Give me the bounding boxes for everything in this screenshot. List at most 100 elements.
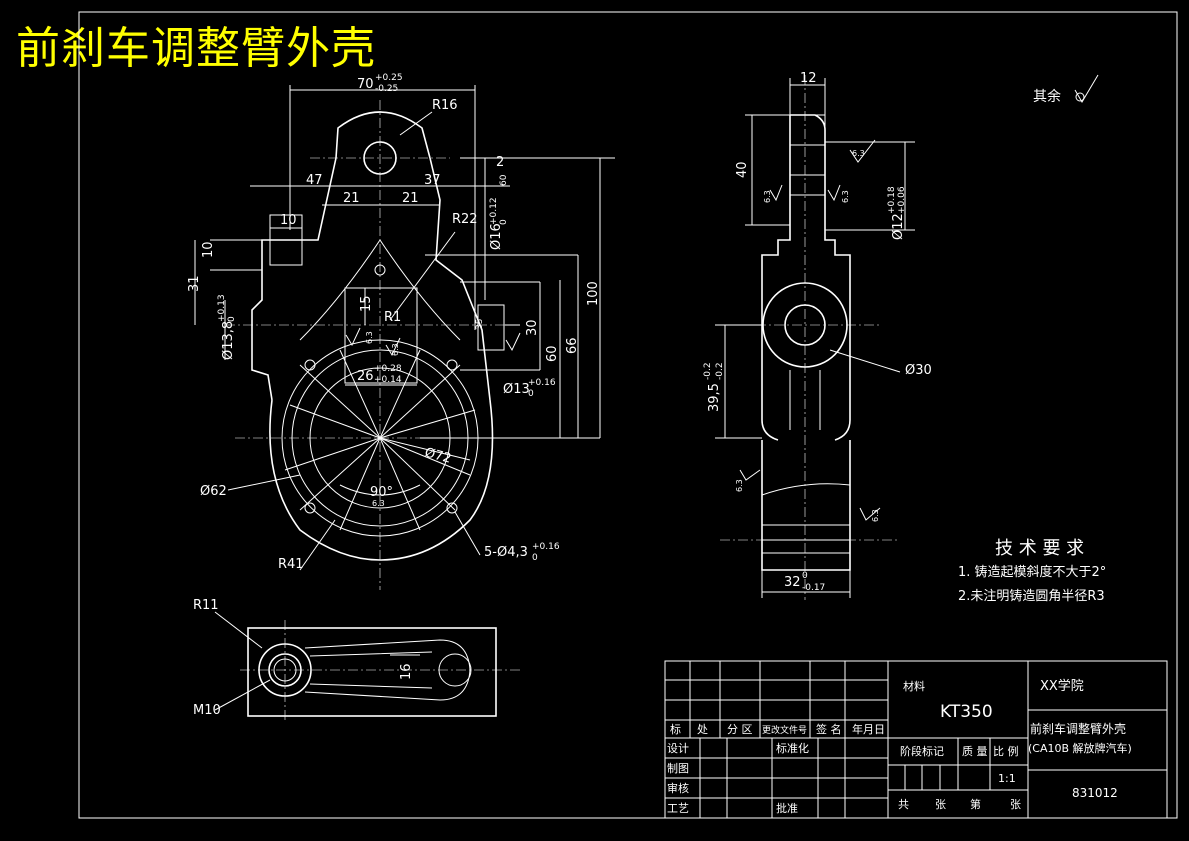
dim-40: 40 — [735, 161, 750, 178]
front-view — [194, 85, 615, 590]
tb-check: 审核 — [667, 781, 689, 795]
dim-d72: Ø72 — [423, 445, 453, 466]
dim-d12r-tol-low: +0.06 — [897, 186, 907, 214]
dim-d16-tol-up: +0.12 — [489, 197, 499, 225]
rest-roughness-label: 其余 — [1033, 88, 1061, 105]
dim-37: 37 — [424, 173, 441, 188]
tb-vehicle: (CA10B 解放牌汽车) — [1028, 741, 1132, 755]
tb-h-count: 处 — [697, 723, 708, 736]
dim-39-tol-up: -0.2 — [703, 362, 713, 380]
tb-material-label: 材料 — [903, 679, 925, 693]
tb-scale: 1:1 — [998, 772, 1016, 785]
dim-70-tol-low: -0.25 — [375, 84, 398, 94]
roughness-front-2: 6.3 — [391, 343, 400, 356]
tb-h-date: 年月日 — [852, 722, 885, 736]
dim-r41: R41 — [278, 557, 304, 572]
drawing-title: 前刹车调整臂外壳 — [16, 23, 376, 74]
dim-60: 60 — [545, 345, 560, 362]
side-view — [715, 74, 1099, 600]
dim-d13-8-tol-low: 0 — [227, 316, 237, 322]
dim-d13-tol-low: 0 — [528, 389, 534, 399]
dim-d30r: Ø30 — [905, 363, 932, 378]
roughness-side-4: 6.3 — [735, 479, 744, 492]
dim-35: 35 — [475, 319, 485, 330]
dim-r1: R1 — [384, 310, 401, 325]
tb-total: 共 — [898, 798, 909, 811]
dim-10a: 10 — [280, 213, 297, 228]
dim-m10: M10 — [193, 703, 221, 718]
tb-stage: 阶段标记 — [900, 744, 944, 758]
roughness-side-5: 6.3 — [871, 509, 880, 522]
roughness-front-1: 6.3 — [365, 331, 374, 344]
dim-21a: 21 — [343, 191, 360, 206]
dim-32-tol-low: -0.17 — [802, 583, 825, 593]
tb-craft: 工艺 — [667, 802, 689, 815]
dim-d16: Ø16 — [489, 223, 504, 250]
tech-item-2: 2.未注明铸造圆角半径R3 — [958, 588, 1105, 604]
tb-page: 第 — [970, 797, 981, 811]
dim-32: 32 — [784, 575, 801, 590]
dim-30: 30 — [525, 319, 540, 336]
dim-12: 12 — [800, 71, 817, 86]
dim-10b: 10 — [201, 241, 216, 258]
dim-r11: R11 — [193, 598, 219, 613]
dim-31: 31 — [187, 275, 202, 292]
tb-h-zone: 分 区 — [727, 723, 753, 736]
dim-d12r: Ø12 — [891, 213, 906, 240]
bottom-view — [214, 611, 520, 720]
dim-d13: Ø13 — [503, 382, 530, 397]
dim-d16-tol-low: 0 — [499, 219, 509, 225]
dim-90: 90° — [370, 485, 393, 500]
tb-h-doc: 更改文件号 — [762, 724, 807, 736]
dim-26-tol-up: +0.28 — [374, 364, 402, 374]
drawing-frame — [78, 11, 1178, 819]
dim-32-tol-up: 0 — [802, 571, 808, 581]
tb-std: 标准化 — [776, 741, 809, 755]
tb-material: KT350 — [940, 702, 993, 722]
dim-holes-tol-up: +0.16 — [532, 542, 560, 552]
tb-scale-label: 比 例 — [993, 744, 1019, 758]
tb-sheets: 张 — [935, 798, 946, 811]
dim-d13-8: Ø13,8 — [221, 321, 236, 360]
tb-drawing-no: 831012 — [1072, 786, 1118, 800]
tb-part-name: 前刹车调整臂外壳 — [1030, 721, 1126, 736]
tech-heading: 技 术 要 求 — [995, 538, 1084, 559]
dim-100: 100 — [586, 281, 601, 306]
dim-holes: 5-Ø4,3 — [484, 545, 528, 560]
tb-design: 设计 — [667, 742, 689, 755]
dim-2: 2 — [496, 155, 504, 170]
dim-slope: 60 — [499, 174, 509, 186]
dim-15: 15 — [359, 295, 374, 312]
dim-d13-tol-up: +0.16 — [528, 378, 556, 388]
tb-sheet: 张 — [1010, 798, 1021, 811]
dim-d12r-tol-up: +0.18 — [887, 186, 897, 214]
tb-school: XX学院 — [1040, 678, 1084, 694]
roughness-front-bottom: 6.3 — [372, 499, 385, 508]
dim-26: 26 — [357, 369, 374, 384]
dim-70: 70 — [357, 77, 374, 92]
dim-39: 39,5 — [707, 383, 722, 412]
dim-21b: 21 — [402, 191, 419, 206]
dim-70-tol-up: +0.25 — [375, 73, 403, 83]
dim-r16: R16 — [432, 98, 458, 113]
dim-39-tol-low: -0.2 — [715, 362, 725, 380]
roughness-side-2: 6.3 — [763, 190, 772, 203]
dim-26-tol-low: +0.14 — [374, 375, 402, 385]
roughness-side-1: 6.3 — [852, 149, 865, 158]
dim-66: 66 — [565, 337, 580, 354]
dim-holes-tol-low: 0 — [532, 553, 538, 563]
roughness-side-3: 6.3 — [841, 190, 850, 203]
tb-h-mark: 标 — [670, 722, 681, 736]
dim-d62: Ø62 — [200, 484, 227, 499]
title-block — [664, 660, 1168, 819]
dim-r22: R22 — [452, 212, 478, 227]
dim-16b: 16 — [399, 663, 414, 680]
dim-47: 47 — [306, 173, 323, 188]
tech-item-1: 1. 铸造起模斜度不大于2° — [958, 564, 1106, 580]
tb-weight: 质 量 — [962, 745, 988, 758]
tb-approve: 批准 — [776, 801, 798, 815]
dim-d13-8-tol-up: +0.13 — [217, 294, 227, 322]
tb-h-sign: 签 名 — [816, 722, 842, 736]
tb-draw: 制图 — [667, 762, 689, 775]
